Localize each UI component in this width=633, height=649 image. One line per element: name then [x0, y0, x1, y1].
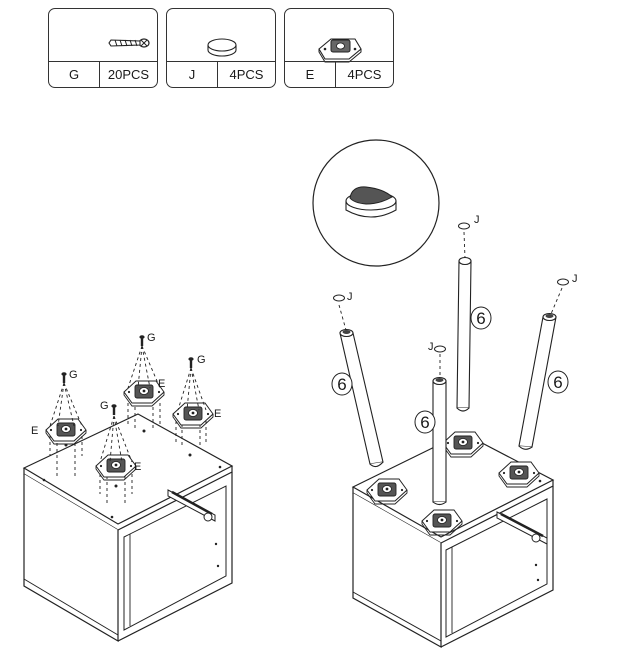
part-id-g: G: [49, 62, 100, 87]
right-legs: [333, 222, 569, 506]
step-number: 6: [420, 413, 429, 432]
part-qty-j: 4PCS: [229, 67, 264, 82]
leg-right: [518, 278, 569, 450]
step-number: 6: [476, 309, 485, 328]
callout-g: G: [100, 400, 109, 412]
right-cabinet: [351, 432, 555, 649]
part-id-e: E: [285, 62, 336, 87]
leg-front: [432, 345, 447, 506]
callout-g: G: [147, 332, 156, 344]
step-markers: 6 6 6 6: [331, 306, 569, 434]
part-id-j: J: [167, 62, 218, 87]
leg-back: [456, 222, 472, 412]
mounting-plate-icon: [285, 9, 393, 63]
left-screws: [49, 335, 207, 463]
glide-pad-icon: [167, 9, 275, 63]
part-qty-g: 20PCS: [107, 67, 150, 82]
leg-left: [333, 294, 384, 468]
step-number: 6: [337, 375, 346, 394]
glide-detail-circle: [312, 139, 440, 267]
step-number: 6: [553, 373, 562, 392]
callout-g: G: [69, 369, 78, 381]
part-box-g: G 20PCS: [48, 8, 158, 88]
part-box-j: J 4PCS: [166, 8, 276, 88]
callout-j: J: [474, 214, 480, 226]
part-box-e: E 4PCS: [284, 8, 394, 88]
callout-e: E: [158, 378, 165, 390]
callout-g: G: [197, 354, 206, 366]
callout-j: J: [428, 341, 434, 353]
right-callout-labels: J J J J: [347, 214, 578, 353]
screw-icon: [49, 9, 157, 63]
callout-e: E: [31, 425, 38, 437]
callout-j: J: [347, 291, 353, 303]
callout-e: E: [134, 461, 141, 473]
left-callout-labels: G G G G E E E E: [31, 332, 221, 473]
callout-j: J: [572, 273, 578, 285]
part-qty-e: 4PCS: [347, 67, 382, 82]
callout-e: E: [214, 408, 221, 420]
